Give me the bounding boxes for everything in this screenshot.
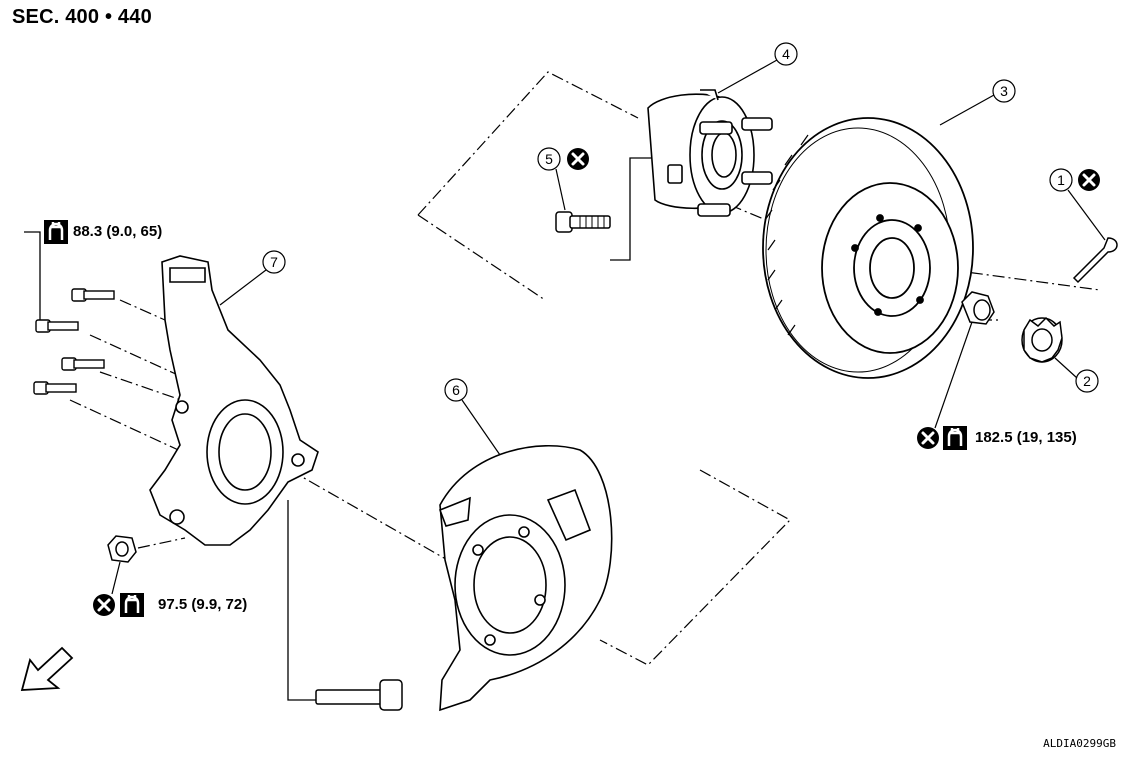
do-not-reuse-icon [915,425,941,451]
lower-nut-part [107,535,137,563]
torque-spec-hub-nut: 182.5 (19, 135) [975,429,1077,446]
section-label: SEC. 400 • 440 [12,6,152,28]
steering-knuckle-part [149,255,319,546]
torque-wrench-icon [118,591,146,619]
callouts [219,42,1106,456]
torque-spec-knuckle-bolt: 88.3 (9.0, 65) [73,223,163,240]
do-not-reuse-icon [565,146,591,172]
hub-nut-part [961,291,995,325]
disc-rotor-part [762,117,974,379]
lower-bolt-part [315,679,403,711]
callout-label-5: 5 [545,151,553,167]
torque-wrench-icon [941,424,969,452]
do-not-reuse-icon [91,592,117,618]
callout-label-3: 3 [1000,83,1008,99]
callout-label-7: 7 [270,254,278,270]
reference-code: ALDIA0299GB [1043,737,1116,750]
adjusting-cap-part [1021,316,1063,363]
callout-label-1: 1 [1057,172,1065,188]
callout-5 [537,147,566,211]
callout-2 [1054,357,1099,393]
callout-3 [939,79,1016,126]
torque-spec-lower-nut: 97.5 (9.9, 72) [158,596,248,613]
cotter-pin-part [1072,237,1118,284]
callout-label-4: 4 [782,46,790,62]
callout-7 [219,250,286,306]
callout-1 [1049,168,1106,241]
hub-bolt-part [555,211,611,233]
front-direction-arrow-icon [20,646,74,691]
do-not-reuse-icon [1076,167,1102,193]
callout-6 [444,378,501,456]
callout-label-2: 2 [1083,373,1091,389]
callout-4 [717,42,798,94]
callout-label-6: 6 [452,382,460,398]
knuckle-bolts [33,288,115,395]
splash-guard-part [438,444,613,712]
torque-wrench-icon [42,218,70,246]
hub-bearing-part [647,89,773,217]
